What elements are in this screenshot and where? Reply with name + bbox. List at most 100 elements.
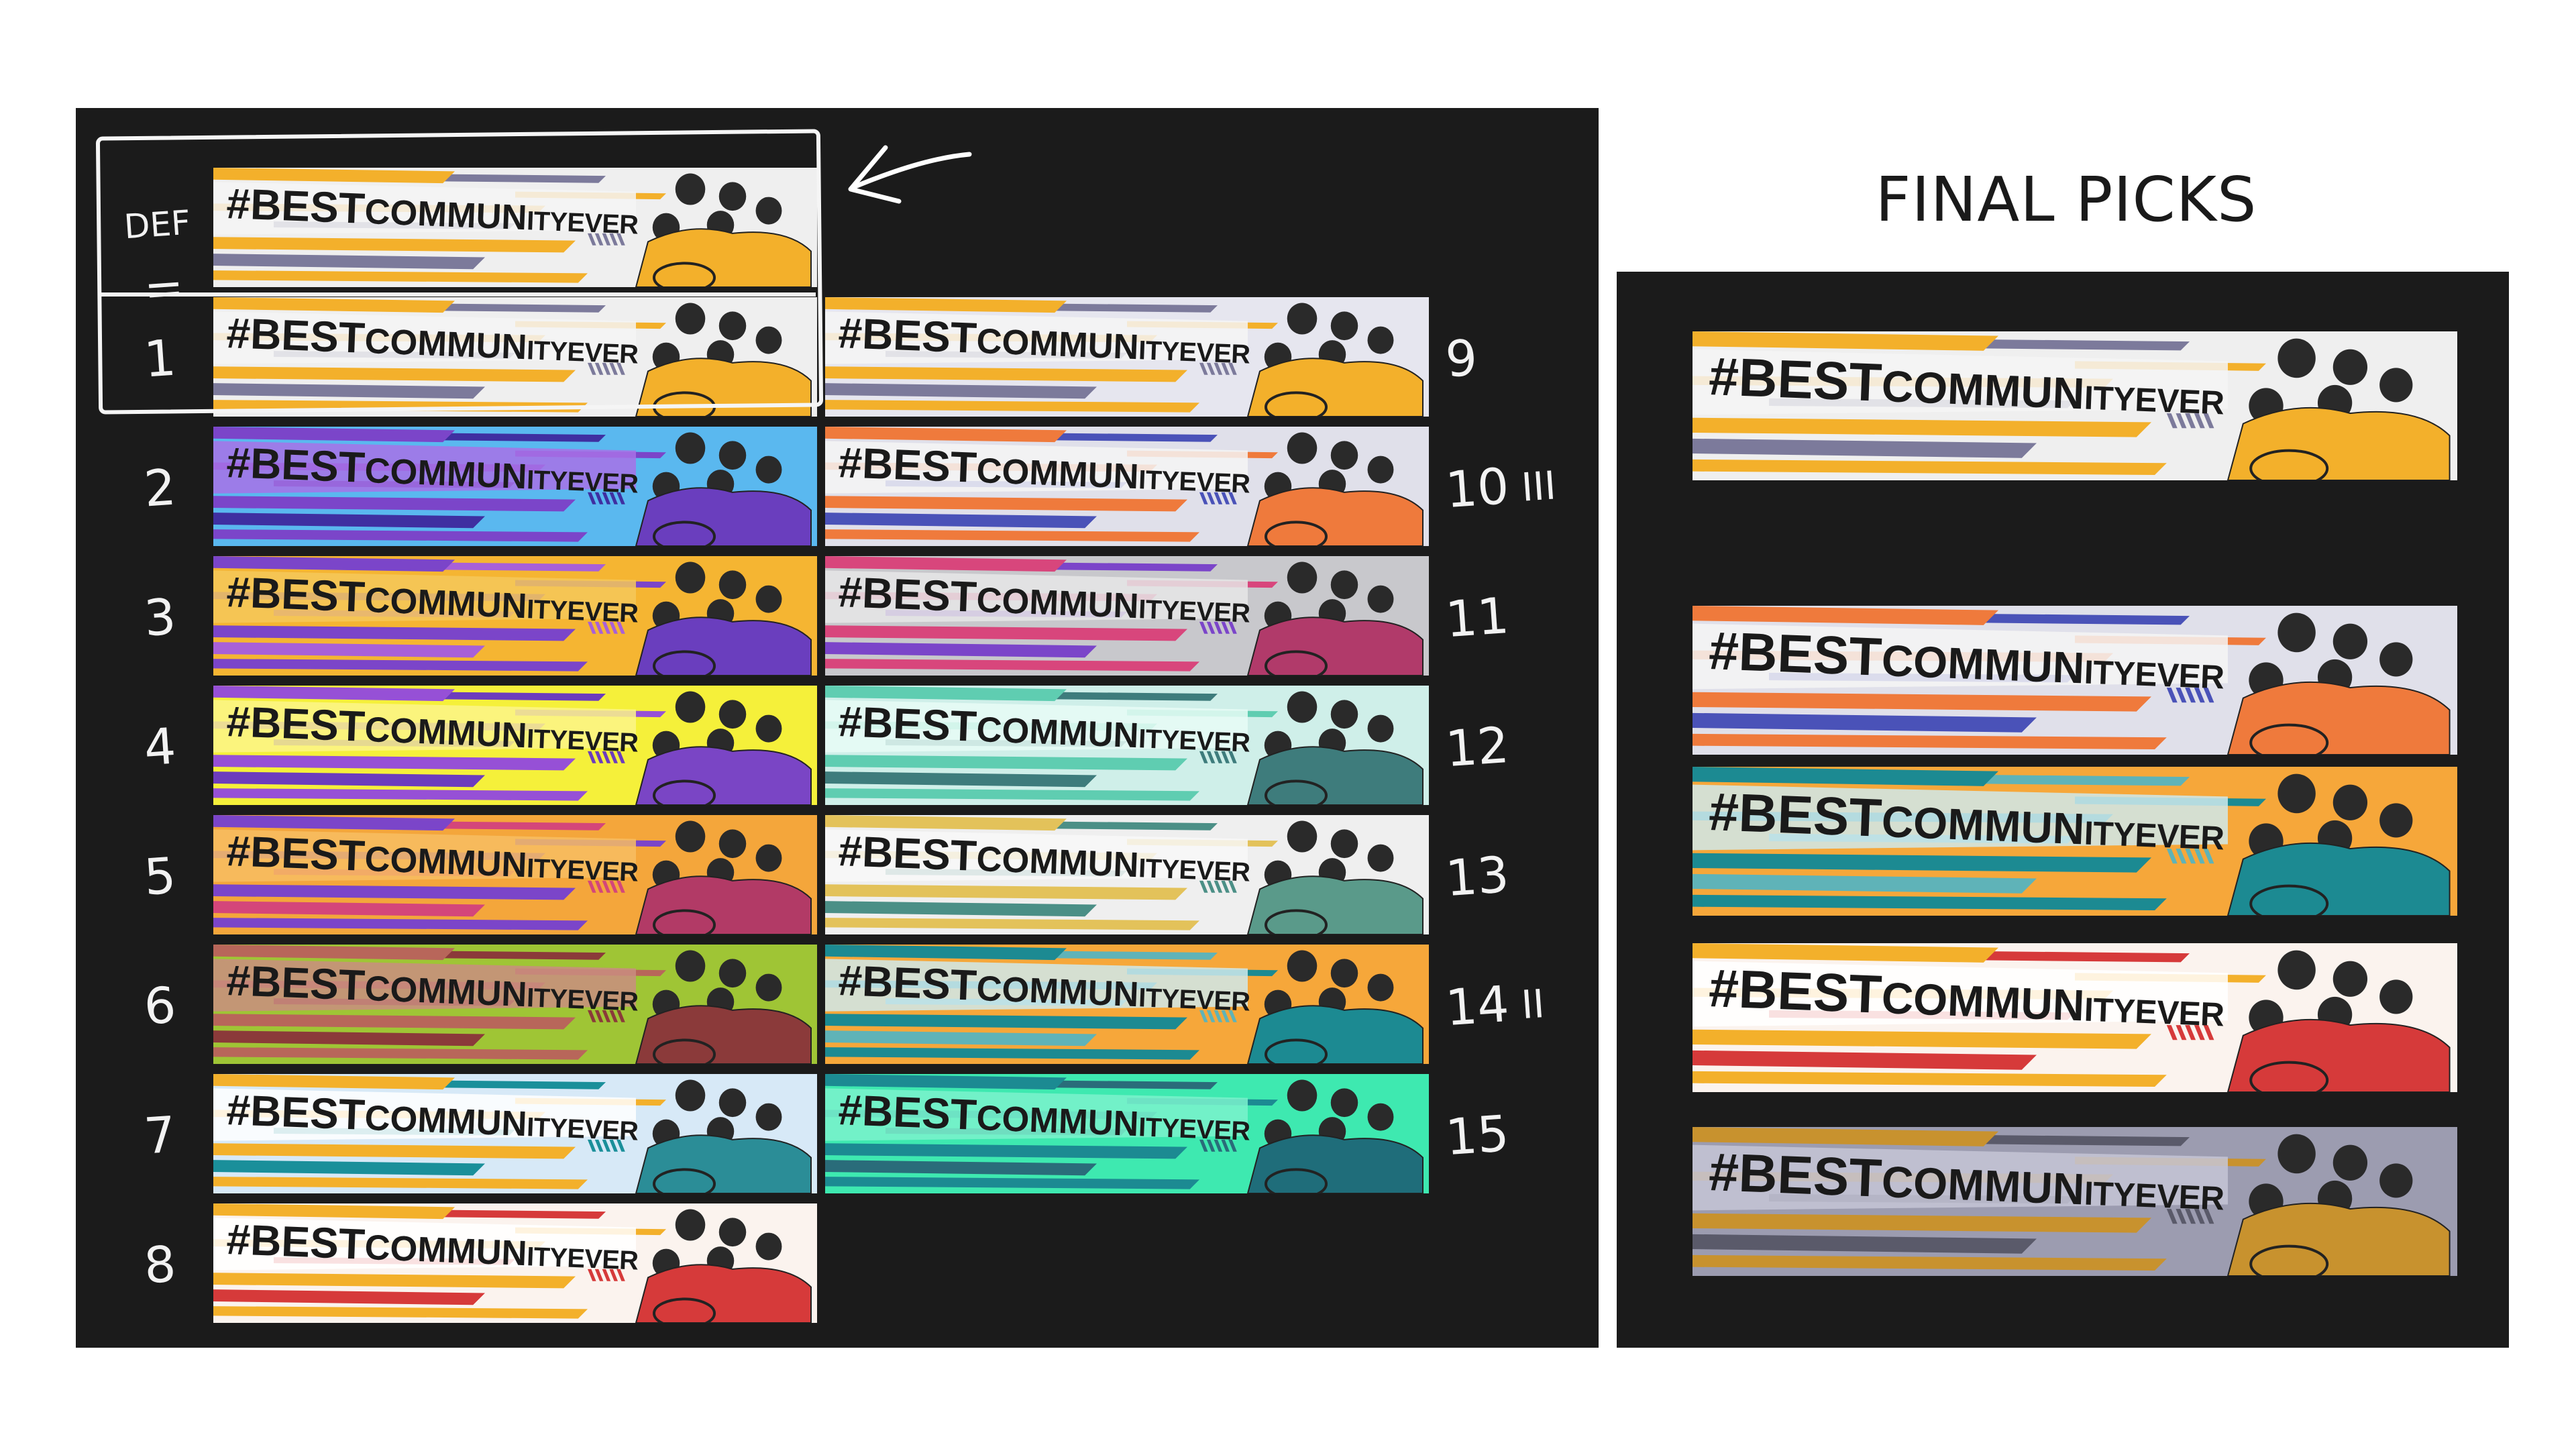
- chevron-mark: [594, 751, 604, 763]
- speed-stripe: [213, 788, 588, 801]
- speed-stripe: [1693, 1213, 2151, 1233]
- variant-number-15: 15: [1444, 1104, 1511, 1167]
- chevron-mark: [1228, 362, 1237, 375]
- people-illustration: [2226, 950, 2451, 1092]
- chevron-mark: [1199, 492, 1208, 504]
- chevron-mark: [602, 362, 611, 375]
- speed-stripe: [213, 918, 588, 930]
- chevron-mark: [609, 1010, 618, 1022]
- hashtag-prefix: #BEST: [225, 1085, 366, 1140]
- people-illustration: [635, 1209, 812, 1323]
- hashtag-suffix: ITYEVER: [526, 1242, 639, 1276]
- hashtag-mid: COMMUN: [364, 451, 528, 497]
- hashtag-mid: COMMUN: [975, 1098, 1140, 1144]
- hashtag-suffix: ITYEVER: [526, 1112, 639, 1146]
- chevron-mark: [2194, 1025, 2205, 1040]
- speed-stripe: [213, 1273, 576, 1289]
- speed-stripe: [1693, 459, 2167, 476]
- variant-number-12: 12: [1444, 716, 1511, 779]
- chevron-mark: [2176, 849, 2187, 864]
- speed-stripe: [1693, 873, 2037, 894]
- hashtag-mid: COMMUN: [1880, 973, 2086, 1030]
- chevron-mark: [588, 1139, 596, 1152]
- speed-stripe: [213, 1203, 455, 1220]
- chevron-mark: [1214, 1139, 1223, 1152]
- speed-stripe: [825, 901, 1097, 917]
- text-band: [1693, 961, 2228, 1027]
- chevron-mark: [2203, 1209, 2214, 1224]
- chevron-mark: [1221, 492, 1230, 504]
- chevron-mark: [1206, 492, 1216, 504]
- hashtag-suffix: ITYEVER: [1138, 983, 1250, 1017]
- chevron-mark: [588, 751, 596, 763]
- chevron-mark: [609, 362, 618, 375]
- speed-stripe: [825, 771, 1097, 788]
- chevron-mark: [588, 492, 596, 504]
- chevron-mark: [594, 880, 604, 893]
- chevron-mark: [2176, 413, 2187, 429]
- speed-stripe: [1693, 331, 1998, 351]
- text-band: [213, 1218, 636, 1271]
- chevron-mark: [1228, 751, 1237, 763]
- hashtag-suffix: ITYEVER: [1138, 1112, 1250, 1146]
- chevron-mark: [2166, 1025, 2178, 1040]
- speed-stripe: [213, 1160, 485, 1176]
- chevron-mark: [2185, 1025, 2196, 1040]
- hashtag-prefix: #BEST: [837, 309, 977, 363]
- hashtag-mid: COMMUN: [975, 710, 1140, 756]
- hashtag-mid: COMMUN: [1880, 361, 2086, 419]
- variant-number-6: 6: [142, 976, 178, 1036]
- text-band: [213, 441, 636, 494]
- hashtag-suffix: ITYEVER: [2084, 378, 2225, 422]
- speed-stripe: [825, 788, 1199, 801]
- hashtag-suffix: ITYEVER: [526, 724, 639, 758]
- chevron-mark: [609, 233, 618, 246]
- chevron-mark: [609, 492, 618, 504]
- speed-stripe: [213, 659, 588, 672]
- final-picks-title: FINAL PICKS: [1875, 164, 2257, 235]
- chevron-mark: [2194, 849, 2205, 864]
- hashtag-mid: COMMUN: [975, 321, 1140, 368]
- speed-stripe: [213, 815, 455, 831]
- speed-stripe: [1693, 733, 2167, 750]
- chevron-mark: [616, 1269, 625, 1281]
- hashtag-mid: COMMUN: [364, 839, 528, 885]
- chevron-mark: [1199, 1139, 1208, 1152]
- hashtag-mid: COMMUN: [364, 580, 528, 627]
- speed-stripe: [825, 496, 1187, 512]
- hashtag-mid: COMMUN: [1880, 796, 2086, 854]
- text-band: [1693, 1144, 2228, 1211]
- equals-label: =: [142, 260, 186, 317]
- banner-mid-13: #BESTCOMMUNITYEVER: [825, 815, 1429, 934]
- people-illustration: [2226, 1134, 2451, 1276]
- speed-stripe: [213, 366, 576, 382]
- speed-stripe: [825, 427, 1067, 443]
- speed-stripe: [1693, 1050, 2037, 1070]
- speed-stripe: [213, 270, 588, 283]
- chevron-mark: [588, 880, 596, 893]
- chevron-mark: [594, 233, 604, 246]
- selection-box: [95, 129, 824, 415]
- chevron-mark: [616, 751, 625, 763]
- hashtag-prefix: #BEST: [837, 826, 977, 881]
- hashtag-mid: COMMUN: [364, 969, 528, 1015]
- variant-number-13: 13: [1444, 845, 1511, 908]
- chevron-mark: [594, 492, 604, 504]
- hashtag-prefix: #BEST: [837, 956, 977, 1010]
- hashtag-suffix: ITYEVER: [1138, 853, 1250, 888]
- speed-stripe: [213, 496, 576, 512]
- speed-stripe: [213, 556, 455, 572]
- hashtag-prefix: #BEST: [225, 1215, 366, 1269]
- text-band: [213, 1088, 636, 1141]
- speed-stripe: [213, 1177, 588, 1189]
- speed-stripe: [1693, 712, 2037, 733]
- hashtag-mid: COMMUN: [975, 839, 1140, 885]
- speed-stripe: [1693, 894, 2167, 911]
- speed-stripe: [213, 297, 455, 313]
- chevron-mark: [1199, 751, 1208, 763]
- variant-number-9: 9: [1444, 329, 1480, 389]
- chevron-mark: [1199, 621, 1208, 634]
- speed-stripe: [213, 945, 455, 961]
- people-illustration: [635, 432, 812, 546]
- selection-box-inner: [101, 292, 816, 297]
